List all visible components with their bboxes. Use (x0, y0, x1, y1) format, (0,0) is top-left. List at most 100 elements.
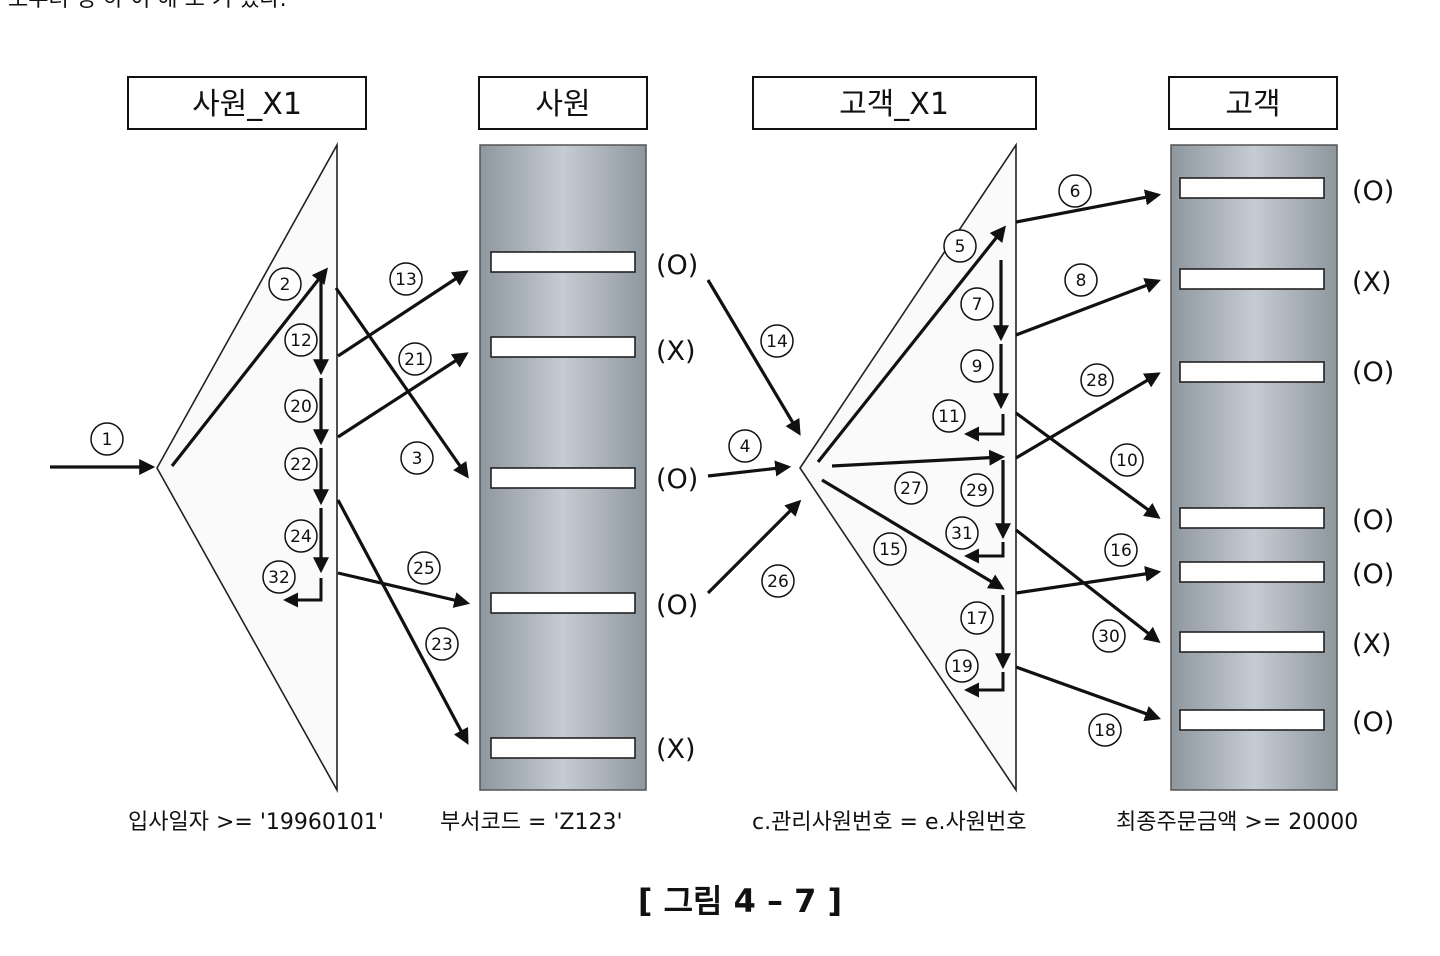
step-2-label: 2 (280, 275, 291, 295)
header-cust: 고객 (1168, 76, 1338, 130)
step-10-circle: 10 (1110, 443, 1144, 477)
step-1-circle: 1 (90, 422, 124, 456)
step-32-label: 32 (268, 568, 290, 588)
cust-row-3 (1179, 361, 1325, 383)
step-10-label: 10 (1116, 451, 1138, 471)
step-26-label: 26 (767, 572, 789, 592)
step-27-label: 27 (900, 479, 922, 499)
step-24-label: 24 (290, 527, 312, 547)
step-19-label: 19 (951, 657, 973, 677)
step-23-circle: 23 (425, 627, 459, 661)
cust-mark-6: (X) (1352, 629, 1392, 660)
step-18-circle: 18 (1088, 713, 1122, 747)
step-29-circle: 29 (960, 473, 994, 507)
table-cust (1170, 144, 1338, 791)
step-19-circle: 19 (945, 649, 979, 683)
cust-mark-7: (O) (1352, 707, 1394, 738)
step-4-circle: 4 (728, 429, 762, 463)
step-22-label: 22 (290, 455, 312, 475)
return-hook-19 (964, 672, 1005, 698)
figure-caption: [ 그림 4 – 7 ] (638, 882, 842, 920)
step-9-circle: 9 (960, 349, 994, 383)
step-20-circle: 20 (284, 389, 318, 423)
step-5-circle: 5 (943, 229, 977, 263)
step-3-label: 3 (412, 449, 423, 469)
header-cust-x1-label: 고객_X1 (839, 87, 949, 122)
step-24-circle: 24 (284, 519, 318, 553)
cust-row-5 (1179, 561, 1325, 583)
cust-mark-3: (O) (1352, 357, 1394, 388)
step-16-label: 16 (1110, 541, 1132, 561)
cust-row-4 (1179, 507, 1325, 529)
cust-mark-1: (O) (1352, 176, 1394, 207)
step-6-circle: 6 (1058, 174, 1092, 208)
step-32-circle: 32 (262, 560, 296, 594)
step-28-circle: 28 (1080, 363, 1114, 397)
step-31-circle: 31 (945, 516, 979, 550)
step-21-circle: 21 (398, 342, 432, 376)
header-cust-x1: 고객_X1 (752, 76, 1037, 130)
cust-mark-4: (O) (1352, 505, 1394, 536)
step-7-circle: 7 (960, 287, 994, 321)
step-26-circle: 26 (761, 564, 795, 598)
emp-row-1 (490, 251, 636, 273)
cust-mark-5: (O) (1352, 559, 1394, 590)
step-29-label: 29 (966, 481, 988, 501)
step-16-circle: 16 (1104, 533, 1138, 567)
condition-cust: 최종주문금액 >= 20000 (1116, 810, 1358, 835)
cust-row-6 (1179, 631, 1325, 653)
step-21-label: 21 (404, 350, 426, 370)
step-23-label: 23 (431, 635, 453, 655)
step-4-label: 4 (740, 437, 751, 457)
step-8-label: 8 (1076, 271, 1087, 291)
top-text-fragment: 로부터 정 하 이 해 보 기 했다. (8, 0, 287, 12)
step-17-label: 17 (966, 609, 988, 629)
condition-emp-x1: 입사일자 >= '19960101' (128, 810, 384, 835)
emp-row-3 (490, 467, 636, 489)
header-emp-x1-label: 사원_X1 (192, 87, 302, 122)
emp-row-2 (490, 336, 636, 358)
header-emp-x1: 사원_X1 (127, 76, 367, 130)
step-27-circle: 27 (894, 471, 928, 505)
step-25-circle: 25 (407, 551, 441, 585)
step-11-label: 11 (938, 407, 960, 427)
step-25-label: 25 (413, 559, 435, 579)
return-hook-31 (964, 542, 1005, 564)
emp-mark-1: (O) (656, 250, 698, 281)
step-1-label: 1 (102, 430, 113, 450)
emp-mark-5: (X) (656, 734, 696, 765)
step-30-label: 30 (1098, 627, 1120, 647)
header-emp: 사원 (478, 76, 648, 130)
condition-cust-x1: c.관리사원번호 = e.사원번호 (752, 810, 1026, 835)
step-7-label: 7 (972, 295, 983, 315)
step-3-circle: 3 (400, 441, 434, 475)
step-18-label: 18 (1094, 721, 1116, 741)
step-28-label: 28 (1086, 371, 1108, 391)
flow-arrows (50, 189, 1162, 745)
step-2-circle: 2 (268, 267, 302, 301)
step-9-label: 9 (972, 357, 983, 377)
step-17-circle: 17 (960, 601, 994, 635)
step-6-label: 6 (1070, 182, 1081, 202)
emp-mark-3: (O) (656, 464, 698, 495)
emp-row-5 (490, 737, 636, 759)
step-8-circle: 8 (1064, 263, 1098, 297)
index-triangle-emp-x1 (156, 141, 338, 794)
cust-row-2 (1179, 268, 1325, 290)
condition-emp: 부서코드 = 'Z123' (440, 810, 623, 835)
step-22-circle: 22 (284, 447, 318, 481)
step-14-label: 14 (766, 332, 788, 352)
step-20-label: 20 (290, 397, 312, 417)
emp-row-4 (490, 592, 636, 614)
step-30-circle: 30 (1092, 619, 1126, 653)
emp-mark-4: (O) (656, 590, 698, 621)
cust-row-1 (1179, 177, 1325, 199)
header-emp-label: 사원 (535, 87, 590, 122)
step-13-label: 13 (395, 270, 417, 290)
step-12-label: 12 (290, 331, 312, 351)
step-13-circle: 13 (389, 262, 423, 296)
emp-mark-2: (X) (656, 336, 696, 367)
return-hook-11 (964, 414, 1005, 442)
